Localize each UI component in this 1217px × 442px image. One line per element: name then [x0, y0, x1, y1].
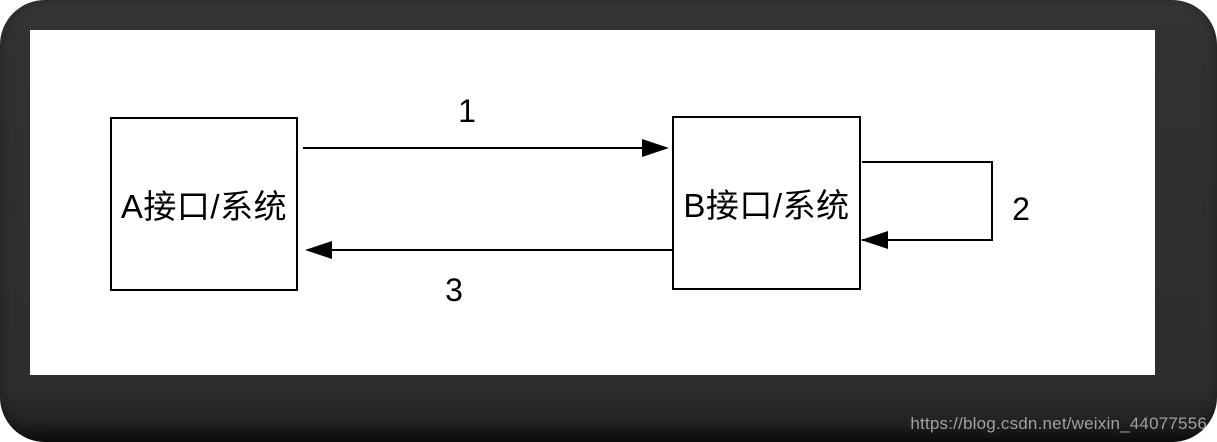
edge-2-label: 2 [1012, 191, 1030, 227]
watermark-url: https://blog.csdn.net/weixin_44077556 [910, 414, 1207, 433]
node-b-box: B接口/系统 [672, 116, 861, 290]
edge-3-arrowhead-left-icon [305, 241, 332, 259]
edge-2-loop-line [862, 161, 993, 241]
edge-1-label: 1 [458, 93, 476, 129]
edge-1-arrowhead-right-icon [642, 139, 669, 157]
diagram-area: A接口/系统 B接口/系统 1 2 3 [30, 30, 1155, 375]
edge-3-label: 3 [445, 272, 463, 308]
node-a-box: A接口/系统 [110, 117, 298, 291]
edge-2-arrowhead-left-icon [861, 231, 888, 249]
edge-1-line [303, 147, 645, 149]
edge-3-line [329, 249, 672, 251]
node-a-label: A接口/系统 [120, 188, 288, 225]
node-b-label: B接口/系统 [683, 187, 850, 224]
